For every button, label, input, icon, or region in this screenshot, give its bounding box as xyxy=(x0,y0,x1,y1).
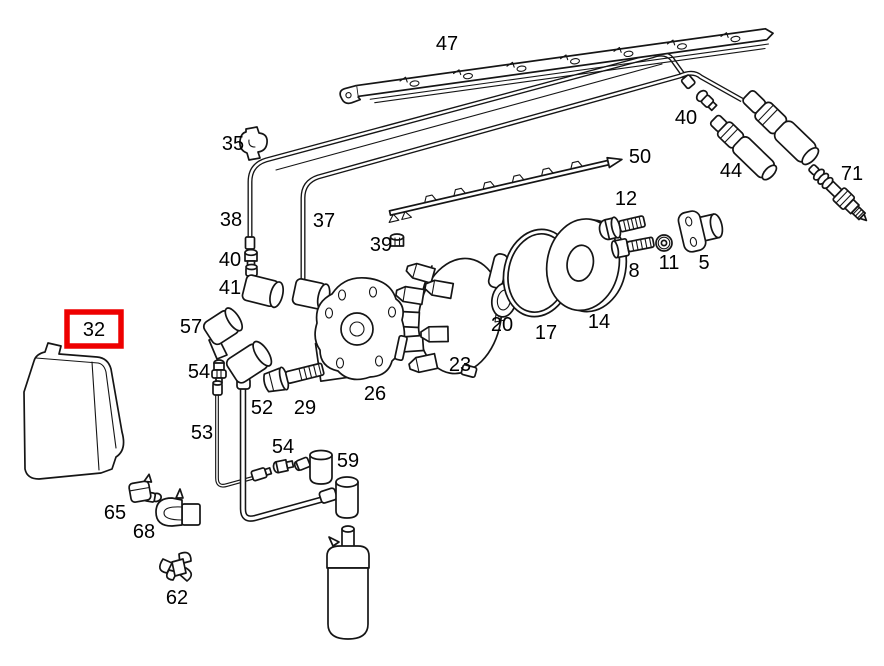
cable-38-end-fitting xyxy=(244,236,256,250)
part-39-nut xyxy=(389,233,405,247)
part-label-11[interactable]: 11 xyxy=(659,252,680,274)
part-8-bolt xyxy=(610,236,655,259)
part-label-54b[interactable]: 54 xyxy=(272,436,294,458)
ignition-cable-37 xyxy=(300,70,744,290)
part-label-47[interactable]: 47 xyxy=(436,33,458,55)
part-label-41[interactable]: 41 xyxy=(219,277,241,299)
part-label-71[interactable]: 71 xyxy=(841,163,863,185)
part-label-59[interactable]: 59 xyxy=(337,450,359,472)
cable-53-top-fitting xyxy=(212,380,223,396)
part-label-62[interactable]: 62 xyxy=(166,587,188,609)
part-54b-terminal-screw xyxy=(272,458,295,474)
part-label-35[interactable]: 35 xyxy=(222,133,244,155)
part-29-bolt xyxy=(263,362,325,393)
part-label-53[interactable]: 53 xyxy=(191,422,213,444)
part-71-spark-plug xyxy=(808,164,868,222)
ignition-cable-connector-sleeve xyxy=(742,90,820,166)
cable-38-tip-fitting xyxy=(680,74,696,90)
part-62-spring-clip xyxy=(158,551,193,582)
part-26-distributor-housing xyxy=(314,276,408,383)
part-label-40b[interactable]: 40 xyxy=(675,107,697,129)
part-65-clip xyxy=(128,473,162,503)
part-35-clip xyxy=(239,126,268,161)
part-14-disc xyxy=(545,218,628,313)
cable-bundle-line xyxy=(275,63,663,171)
highlight-box[interactable] xyxy=(64,309,124,349)
part-47-cable-rail xyxy=(339,27,774,105)
ignition-cable-38 xyxy=(247,51,690,238)
highlight-callout-32[interactable] xyxy=(64,309,124,349)
part-label-57[interactable]: 57 xyxy=(180,316,202,338)
part-label-17[interactable]: 17 xyxy=(535,322,557,344)
part-5-flange xyxy=(677,210,724,253)
part-11-washer xyxy=(655,234,673,252)
part-label-38[interactable]: 38 xyxy=(220,209,242,231)
part-label-37[interactable]: 37 xyxy=(313,210,335,232)
coil-cable-53 xyxy=(215,394,257,488)
part-label-40a[interactable]: 40 xyxy=(219,249,241,271)
part-label-12[interactable]: 12 xyxy=(615,188,637,210)
part-label-50[interactable]: 50 xyxy=(629,146,651,168)
part-52-cable-boot xyxy=(225,340,273,390)
cable-53-end-fitting xyxy=(250,467,273,482)
part-23-distributor-cap xyxy=(391,257,503,379)
part-label-44[interactable]: 44 xyxy=(720,160,742,182)
part-label-39[interactable]: 39 xyxy=(370,234,392,256)
part-label-23[interactable]: 23 xyxy=(449,354,471,376)
part-68-clamp xyxy=(155,488,201,527)
part-label-5[interactable]: 5 xyxy=(698,252,709,274)
part-label-14[interactable]: 14 xyxy=(588,311,610,333)
part-44-spark-plug-connector xyxy=(709,114,778,181)
part-label-54a[interactable]: 54 xyxy=(188,361,210,383)
part-57-boot xyxy=(202,307,244,360)
part-label-29[interactable]: 29 xyxy=(294,397,316,419)
part-labels: 47 35 38 37 39 40 41 50 12 8 11 5 40 44 … xyxy=(83,33,863,609)
part-label-52[interactable]: 52 xyxy=(251,397,273,419)
part-label-68[interactable]: 68 xyxy=(133,521,155,543)
part-41-elbow-connector xyxy=(241,263,285,309)
part-label-26[interactable]: 26 xyxy=(364,383,386,405)
ignition-coil xyxy=(326,525,370,640)
part-label-20[interactable]: 20 xyxy=(491,314,513,336)
part-54a-terminal-screw xyxy=(211,359,227,384)
part-32-cover xyxy=(23,342,125,480)
part-59-elbow-boot xyxy=(293,449,333,485)
part-label-65[interactable]: 65 xyxy=(104,502,126,524)
part-40b-connector xyxy=(695,89,718,112)
part-label-32[interactable]: 32 xyxy=(83,319,105,341)
part-50-cable-rail xyxy=(388,156,623,223)
part-12-bolt xyxy=(598,215,646,241)
coil-cable-52 xyxy=(239,384,332,522)
coil-elbow-boot xyxy=(318,476,359,519)
part-label-8[interactable]: 8 xyxy=(628,260,639,282)
